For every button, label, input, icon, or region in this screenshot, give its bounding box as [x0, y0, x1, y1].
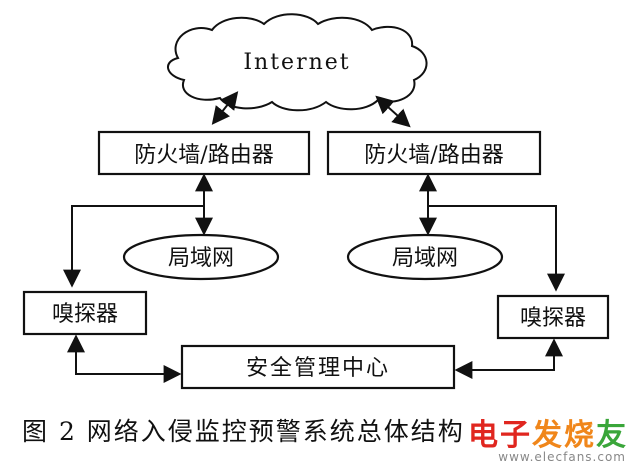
- figure-caption: 图 2 网络入侵监控预警系统总体结构: [22, 417, 465, 446]
- link-internet-router-left: [211, 91, 239, 125]
- sniffer-right-label: 嗅探器: [520, 306, 586, 331]
- lan-right-ellipse: [346, 233, 504, 281]
- lan-right-label: 局域网: [392, 246, 458, 271]
- sniffer-right: 嗅探器: [496, 294, 610, 340]
- lan-left-label: 局域网: [168, 246, 234, 271]
- firewall-router-left: 防火墙/路由器: [97, 130, 311, 176]
- watermark-text-green: 友: [596, 418, 628, 453]
- link-sniffer-center-right: [454, 338, 563, 379]
- firewall-router-left-box: [97, 130, 311, 176]
- firewall-router-right: 防火墙/路由器: [326, 130, 542, 176]
- link-router-sniffer-right: [428, 205, 565, 292]
- watermark-url: www.elecfans.com: [498, 450, 626, 464]
- security-center: 安全管理中心: [180, 344, 456, 390]
- firewall-router-left-label: 防火墙/路由器: [134, 143, 273, 168]
- sniffer-left-label: 嗅探器: [52, 302, 118, 327]
- firewall-router-right-box: [326, 130, 542, 176]
- sniffer-left: 嗅探器: [22, 290, 148, 336]
- link-router-sniffer-left: [63, 205, 204, 288]
- lan-left-ellipse: [122, 233, 280, 281]
- security-center-label: 安全管理中心: [246, 356, 390, 381]
- security-center-box: [180, 344, 456, 390]
- lan-left: 局域网: [122, 233, 280, 281]
- link-sniffer-center-left: [67, 334, 182, 383]
- watermark-text-orange: 发烧: [532, 418, 596, 453]
- link-internet-router-right: [375, 95, 411, 128]
- internet-label: Internet: [243, 50, 350, 75]
- sniffer-left-box: [22, 290, 148, 336]
- internet-cloud: Internet: [167, 13, 428, 112]
- sniffer-right-box: [496, 294, 610, 340]
- watermark-logo: 电子发烧友: [468, 410, 628, 454]
- watermark-text-red: 电子: [468, 418, 532, 453]
- firewall-router-right-label: 防火墙/路由器: [364, 143, 503, 168]
- lan-right: 局域网: [346, 233, 504, 281]
